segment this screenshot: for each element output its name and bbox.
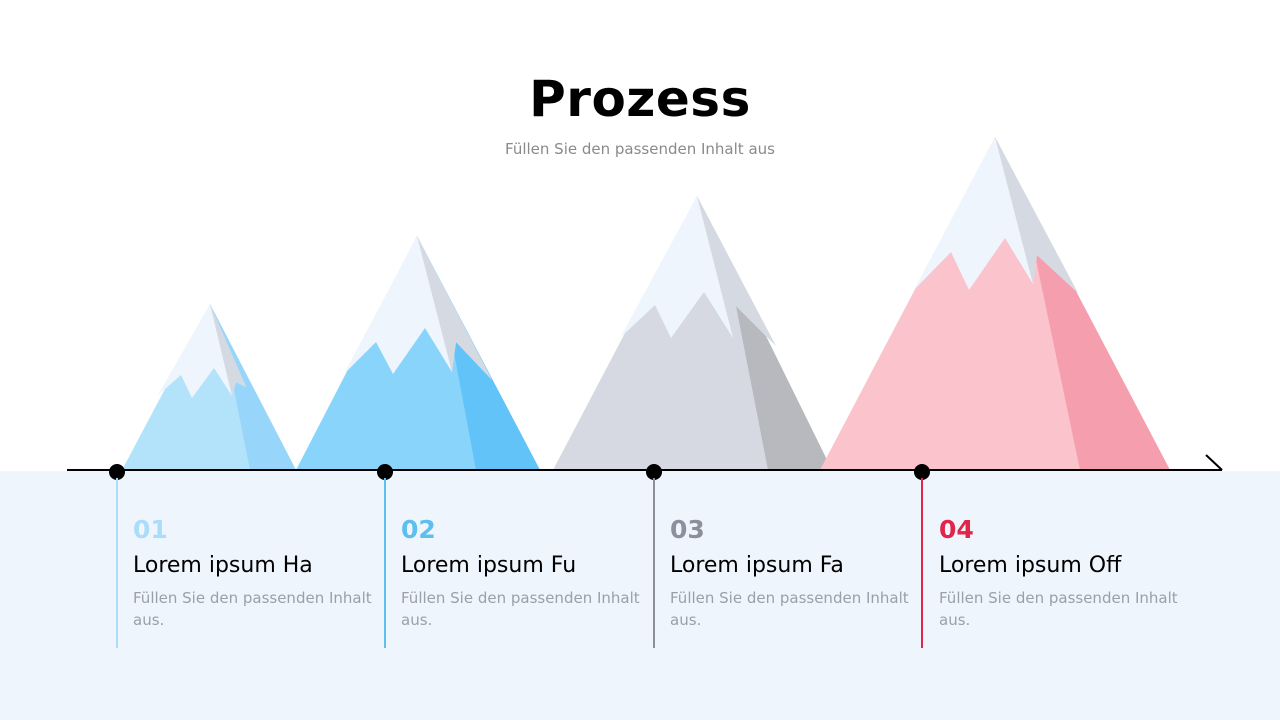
step-4: 04 Lorem ipsum Off Füllen Sie den passen… bbox=[939, 515, 1179, 631]
timeline-arrow-tip bbox=[1205, 454, 1223, 471]
step-1-connector bbox=[116, 478, 118, 648]
step-2-title: Lorem ipsum Fu bbox=[401, 553, 577, 578]
step-2: 02 Lorem ipsum Fu Füllen Sie den passend… bbox=[401, 515, 641, 631]
mountain-3 bbox=[553, 196, 832, 470]
timeline-node-3 bbox=[646, 464, 662, 480]
step-1-title: Lorem ipsum Ha bbox=[133, 553, 313, 578]
mountain-2-shadow bbox=[417, 236, 540, 470]
page-title: Prozess bbox=[529, 70, 751, 128]
mountain-3-snow-shadow bbox=[697, 196, 776, 346]
step-3-number: 03 bbox=[670, 515, 705, 544]
mountain-3-snow bbox=[620, 196, 776, 346]
content-band bbox=[0, 471, 1280, 720]
step-4-title: Lorem ipsum Off bbox=[939, 553, 1122, 578]
step-2-connector bbox=[384, 478, 386, 648]
step-2-description: Füllen Sie den passenden Inhalt aus. bbox=[401, 589, 640, 629]
mountain-2-snow-shadow bbox=[417, 236, 492, 380]
mountain-1-snow bbox=[158, 304, 246, 398]
step-4-number: 04 bbox=[939, 515, 974, 544]
step-1: 01 Lorem ipsum Ha Füllen Sie den passend… bbox=[133, 515, 373, 631]
mountain-2 bbox=[296, 236, 540, 470]
timeline-node-1 bbox=[109, 464, 125, 480]
timeline-node-2 bbox=[377, 464, 393, 480]
mountain-4-snow-shadow bbox=[995, 137, 1078, 293]
step-3-description: Füllen Sie den passenden Inhalt aus. bbox=[670, 589, 909, 629]
mountain-1 bbox=[122, 304, 296, 470]
mountain-1-snow-shadow bbox=[210, 304, 246, 396]
step-2-number: 02 bbox=[401, 515, 436, 544]
step-3: 03 Lorem ipsum Fa Füllen Sie den passend… bbox=[670, 515, 910, 631]
timeline-node-4 bbox=[914, 464, 930, 480]
step-1-description: Füllen Sie den passenden Inhalt aus. bbox=[133, 589, 372, 629]
step-3-title: Lorem ipsum Fa bbox=[670, 553, 844, 578]
mountain-1-shadow bbox=[210, 304, 296, 470]
mountain-4 bbox=[820, 137, 1170, 470]
step-3-connector bbox=[653, 478, 655, 648]
page-subtitle: Füllen Sie den passenden Inhalt aus bbox=[505, 140, 775, 158]
step-1-number: 01 bbox=[133, 515, 168, 544]
step-4-connector bbox=[921, 478, 923, 648]
step-4-description: Füllen Sie den passenden Inhalt aus. bbox=[939, 589, 1178, 629]
